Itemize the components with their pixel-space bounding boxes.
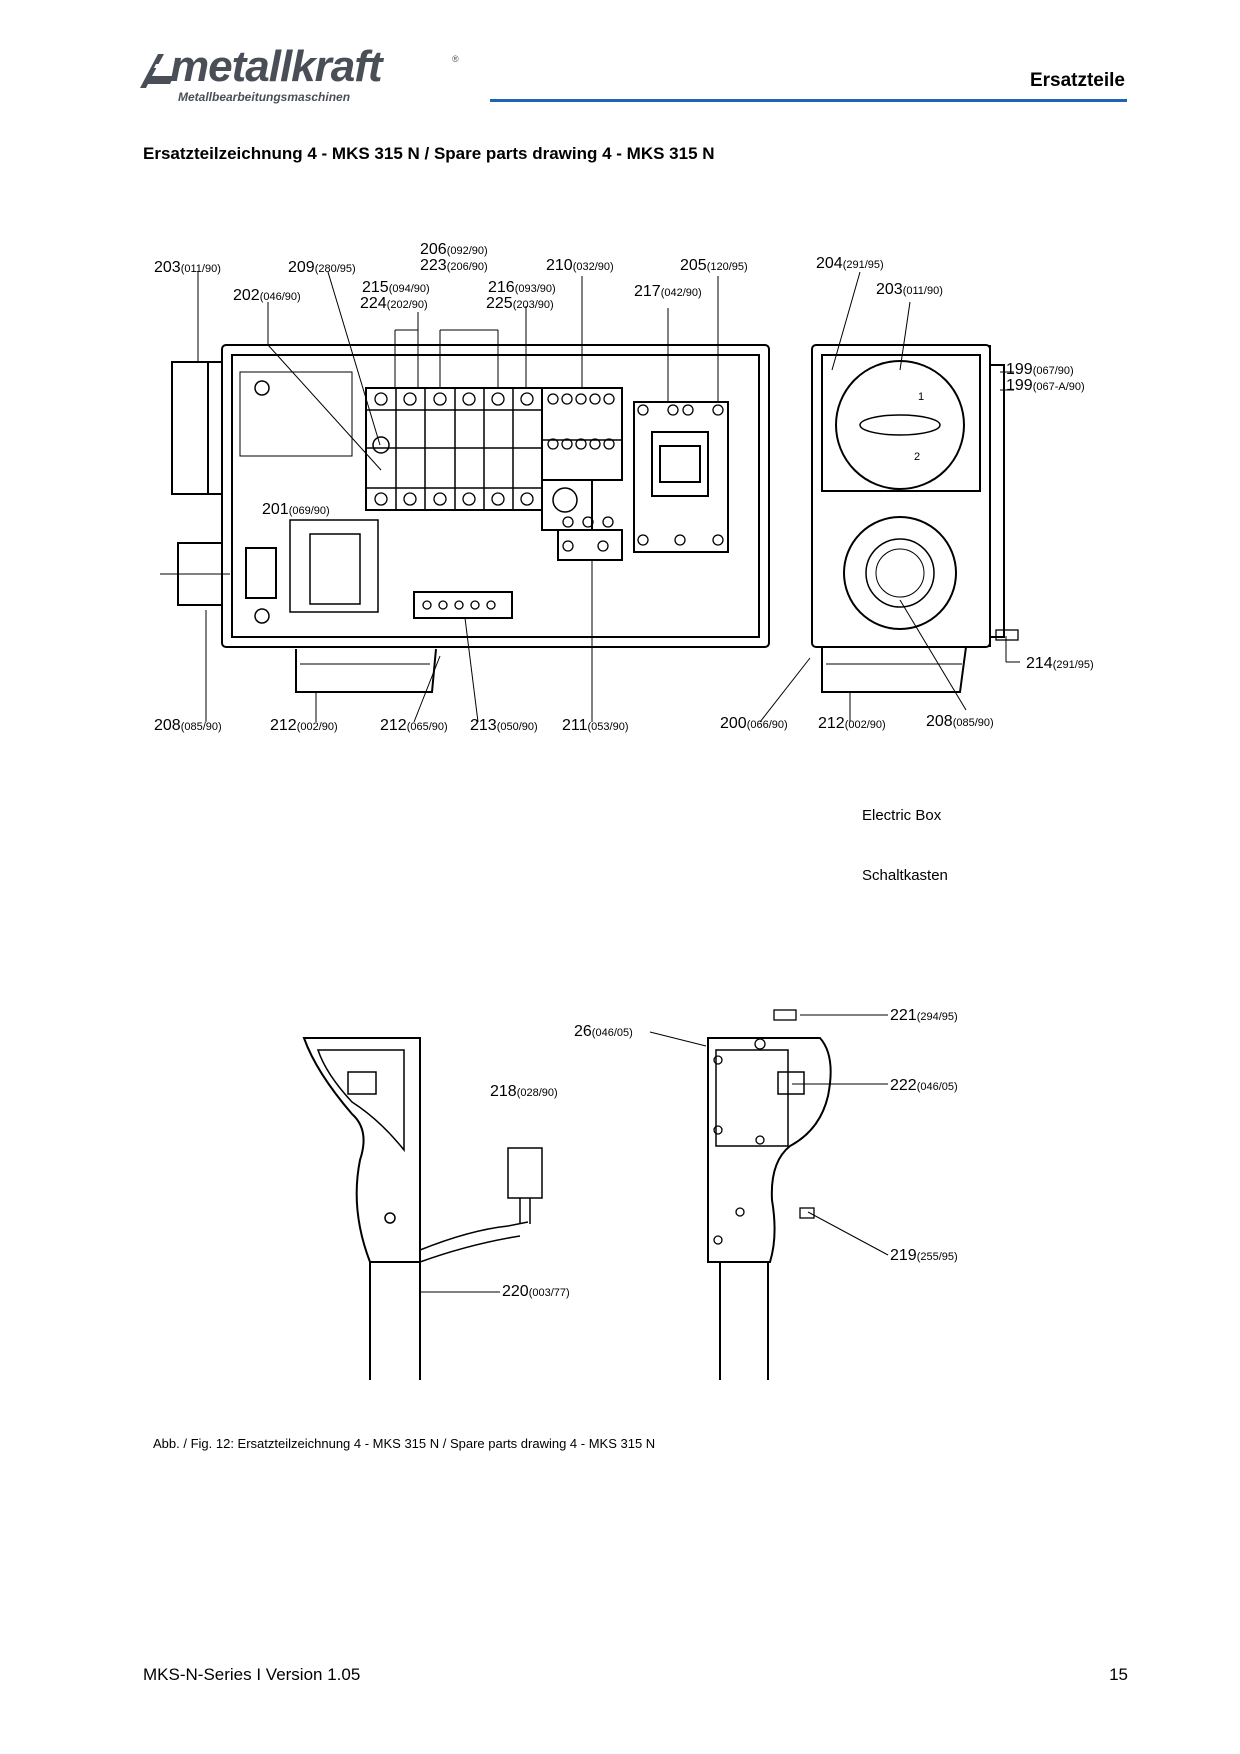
electric-box-side — [811, 344, 1019, 693]
callout-199a: 199(067/90) — [1006, 361, 1074, 378]
header-divider — [490, 99, 1127, 102]
handle-side-view — [302, 1037, 543, 1380]
callout-205: 205(120/95) — [680, 257, 748, 274]
callout-208b: 208(085/90) — [926, 713, 994, 730]
callout-200: 200(066/90) — [720, 715, 788, 732]
callout-215: 215(094/90) — [362, 279, 430, 296]
callout-224: 224(202/90) — [360, 295, 428, 312]
electric-box-front — [160, 344, 770, 693]
registered-mark: ® — [452, 54, 459, 64]
logo-tagline: Metallbearbeitungsmaschinen — [178, 90, 351, 104]
callout-204: 204(291/95) — [816, 255, 884, 272]
callout-201: 201(069/90) — [262, 501, 330, 518]
callout-220: 220(003/77) — [502, 1283, 570, 1300]
brand-logo: metallkraft ® Metallbearbeitungsmaschine… — [138, 42, 459, 106]
callout-223: 223(206/90) — [420, 257, 488, 274]
callout-203b: 203(011/90) — [876, 281, 943, 298]
footer-page-number: 15 — [1109, 1665, 1128, 1684]
logo-mark-icon — [140, 54, 174, 88]
callout-212a: 212(002/90) — [270, 717, 338, 734]
callout-26: 26(046/05) — [574, 1023, 633, 1040]
terminal-screws — [374, 392, 724, 610]
callout-210: 210(032/90) — [546, 257, 614, 274]
callout-216: 216(093/90) — [488, 279, 556, 296]
callout-202: 202(046/90) — [233, 287, 301, 304]
callout-225: 225(203/90) — [486, 295, 554, 312]
spare-parts-drawing: 203(011/90) 209(280/95) 202(046/90) 206(… — [154, 241, 1094, 1380]
callout-209: 209(280/95) — [288, 259, 356, 276]
switch-position-2: 2 — [914, 451, 920, 463]
callout-211: 211(053/90) — [562, 717, 629, 734]
handle-front-view — [707, 1009, 832, 1380]
label-schaltkasten: Schaltkasten — [862, 867, 948, 884]
footer-document-version: MKS-N-Series I Version 1.05 — [143, 1665, 361, 1684]
callout-218: 218(028/90) — [490, 1083, 558, 1100]
callout-219: 219(255/95) — [890, 1247, 958, 1264]
callout-199b: 199(067-A/90) — [1006, 377, 1085, 394]
callout-212c: 212(002/90) — [818, 715, 886, 732]
callout-213: 213(050/90) — [470, 717, 538, 734]
logo-wordmark: metallkraft — [170, 42, 383, 91]
switch-position-1: 1 — [918, 391, 924, 403]
callout-217: 217(042/90) — [634, 283, 702, 300]
callout-221: 221(294/95) — [890, 1007, 958, 1024]
callout-212b: 212(065/90) — [380, 717, 448, 734]
section-label: Ersatzteile — [1029, 70, 1125, 91]
callout-203a: 203(011/90) — [154, 259, 221, 276]
callout-208a: 208(085/90) — [154, 717, 222, 734]
page-title: Ersatzteilzeichnung 4 - MKS 315 N / Spar… — [143, 144, 715, 163]
label-electric-box: Electric Box — [862, 807, 942, 824]
callout-labels: 203(011/90) 209(280/95) 202(046/90) 206(… — [154, 241, 1094, 1300]
leader-lines — [197, 271, 1020, 1293]
callout-214: 214(291/95) — [1026, 655, 1094, 672]
callout-206: 206(092/90) — [420, 241, 488, 258]
callout-222: 222(046/05) — [890, 1077, 958, 1094]
figure-caption: Abb. / Fig. 12: Ersatzteilzeichnung 4 - … — [153, 1436, 656, 1451]
